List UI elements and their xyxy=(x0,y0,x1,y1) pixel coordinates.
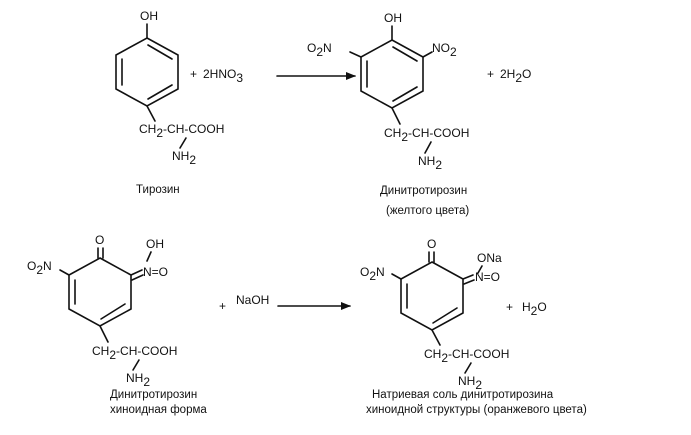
dinitrotyrosine-nh2-label: NH2 xyxy=(418,154,442,172)
dinitrotyrosine-oh-label: OH xyxy=(384,11,402,25)
tyrosine-ring xyxy=(115,37,179,107)
salt-ring-double-bonds xyxy=(406,283,458,324)
dinitrotyrosine-left-no2-label: O2N xyxy=(307,41,332,59)
salt-ch-nh2-bond xyxy=(464,362,472,374)
tyrosine-ch2-label: CH2-CH-COOH xyxy=(139,122,224,140)
reaction2-byproduct-water: H2O xyxy=(522,300,547,318)
salt-nh2-label: NH2 xyxy=(458,374,482,392)
dinitrotyrosine-ring-to-chain-bond xyxy=(391,107,401,125)
reaction2-plus-1: + xyxy=(219,299,226,313)
quinoid-carbonyl-bond xyxy=(97,247,104,259)
dinitrotyrosine-left-no2-bond xyxy=(349,51,362,58)
tyrosine-structure: OH CH2-CH-COOH NH2 Тирозин xyxy=(115,9,224,196)
reaction1-arrow xyxy=(276,72,356,80)
salt-n-ona-bond xyxy=(477,265,483,274)
quinoid-no2-label: O2N xyxy=(27,259,52,277)
quinoid-n-eq-o-label: N=O xyxy=(143,265,168,279)
quinoid-ring-to-chain-bond xyxy=(99,325,109,343)
reaction2-plus-2: + xyxy=(506,300,513,314)
dinitrotyrosine-color-note: (желтого цвета) xyxy=(386,205,469,217)
dinitrotyrosine-structure: OH O2N NO2 CH2-CH-COOH NH2 Динитротирози… xyxy=(307,11,469,217)
quinoid-structure: O OH N=O O2N CH2-CH-COOH NH2 Динитротиро… xyxy=(27,233,207,416)
reaction1-plus-1: + xyxy=(190,67,197,81)
salt-o-label: O xyxy=(427,237,436,251)
salt-ring-to-chain-bond xyxy=(431,329,441,346)
salt-n-double-bond xyxy=(462,274,475,285)
quinoid-oh-label: OH xyxy=(146,237,164,251)
dinitrotyrosine-right-no2-label: NO2 xyxy=(432,41,457,59)
reaction1-reagent-hno3: 2HNO3 xyxy=(203,67,243,85)
salt-carbonyl-bond xyxy=(428,251,435,263)
tyrosine-nh2-label: NH2 xyxy=(172,149,196,167)
salt-no2-label: O2N xyxy=(360,265,385,283)
reaction1-byproduct-water: 2H2O xyxy=(500,67,531,85)
tyrosine-ring-to-chain-bond xyxy=(146,105,156,122)
quinoid-form-note: хиноидная форма xyxy=(110,404,207,416)
dinitrotyrosine-right-no2-bond xyxy=(422,51,433,58)
dinitrotyrosine-ch-nh2-bond xyxy=(424,141,432,154)
tyrosine-oh-label: OH xyxy=(140,9,158,23)
tyrosine-ring-double-bonds xyxy=(121,44,173,100)
quinoid-o-label: O xyxy=(95,233,104,247)
sodium-salt-structure: O ONa N=O O2N CH2-CH-COOH NH2 Натриевая … xyxy=(360,237,587,416)
quinoid-ch2-label: CH2-CH-COOH xyxy=(92,344,177,362)
salt-ring xyxy=(400,261,464,331)
quinoid-n-double-bond xyxy=(130,269,144,281)
quinoid-ch-nh2-bond xyxy=(132,359,140,371)
salt-ona-label: ONa xyxy=(477,251,502,265)
quinoid-no2-bond xyxy=(59,269,70,276)
dinitrotyrosine-name: Динитротирозин xyxy=(380,185,467,197)
salt-structure-note: хиноидной структуры (оранжевого цвета) xyxy=(366,404,587,416)
dinitrotyrosine-ring xyxy=(360,39,424,109)
dinitrotyrosine-ring-double-bonds xyxy=(366,46,418,102)
quinoid-nh2-label: NH2 xyxy=(126,371,150,389)
tyrosine-name: Тирозин xyxy=(136,184,180,196)
quinoid-name: Динитротирозин xyxy=(110,389,197,401)
dinitrotyrosine-ch2-label: CH2-CH-COOH xyxy=(384,126,469,144)
reaction2-arrow xyxy=(277,302,351,310)
quinoid-ring xyxy=(68,257,132,327)
reaction2-reagent-naoh: NaOH xyxy=(236,293,269,307)
tyrosine-ch-nh2-bond xyxy=(179,137,187,149)
reaction1-plus-2: + xyxy=(487,67,494,81)
quinoid-ring-double-bonds xyxy=(74,279,126,320)
salt-name: Натриевая соль динитротирозина xyxy=(372,389,554,401)
quinoid-n-oh-bond xyxy=(146,251,152,262)
salt-n-eq-o-label: N=O xyxy=(475,270,500,284)
salt-ch2-label: CH2-CH-COOH xyxy=(424,347,509,365)
salt-no2-bond xyxy=(391,273,402,280)
